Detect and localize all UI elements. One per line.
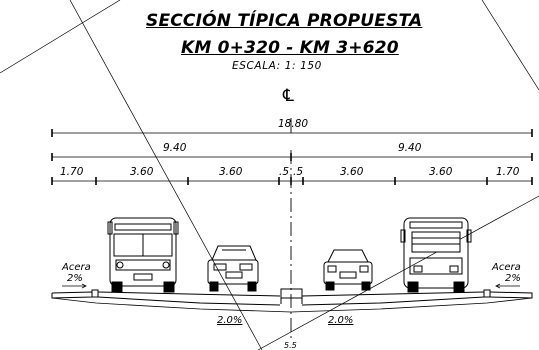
bus-front xyxy=(107,217,179,293)
centerline-bottom-label: 5.5 xyxy=(284,341,297,350)
dimension-segment: 3.60 xyxy=(429,166,453,178)
sidewalk-left-slope: 2% xyxy=(67,273,83,284)
dimension-total: 18.80 xyxy=(278,118,309,130)
road-profile xyxy=(51,288,533,313)
dimension-segment: 1.70 xyxy=(496,166,520,178)
dimension-segment: 3.60 xyxy=(219,166,243,178)
sidewalk-right-slope: 2% xyxy=(505,273,521,284)
bus-rear xyxy=(400,217,472,293)
dimension-ticks xyxy=(51,129,533,185)
suv-front xyxy=(207,245,259,292)
dimension-segment: 1.70 xyxy=(60,166,84,178)
centerline-icon: ℄ xyxy=(283,86,294,106)
suv-rear xyxy=(323,249,373,291)
section-title: SECCIÓN TÍPICA PROPUESTA xyxy=(146,11,423,31)
dimension-segment: .5 xyxy=(279,166,290,178)
dimension-segment: 3.60 xyxy=(130,166,154,178)
slope-arrows xyxy=(62,283,520,289)
dimension-segment: 3.60 xyxy=(340,166,364,178)
dimension-lines xyxy=(52,132,532,182)
drawing-scale: ESCALA: 1: 150 xyxy=(232,60,322,72)
dimension-half-right: 9.40 xyxy=(398,142,422,154)
sidewalk-right-label: Acera xyxy=(492,262,521,273)
dimension-segment: .5 xyxy=(293,166,304,178)
sidewalk-left-label: Acera xyxy=(62,262,91,273)
crossfall-right: 2.0% xyxy=(328,315,354,326)
dimension-half-left: 9.40 xyxy=(163,142,187,154)
section-km-range: KM 0+320 - KM 3+620 xyxy=(181,38,399,58)
crossfall-left: 2.0% xyxy=(217,315,243,326)
